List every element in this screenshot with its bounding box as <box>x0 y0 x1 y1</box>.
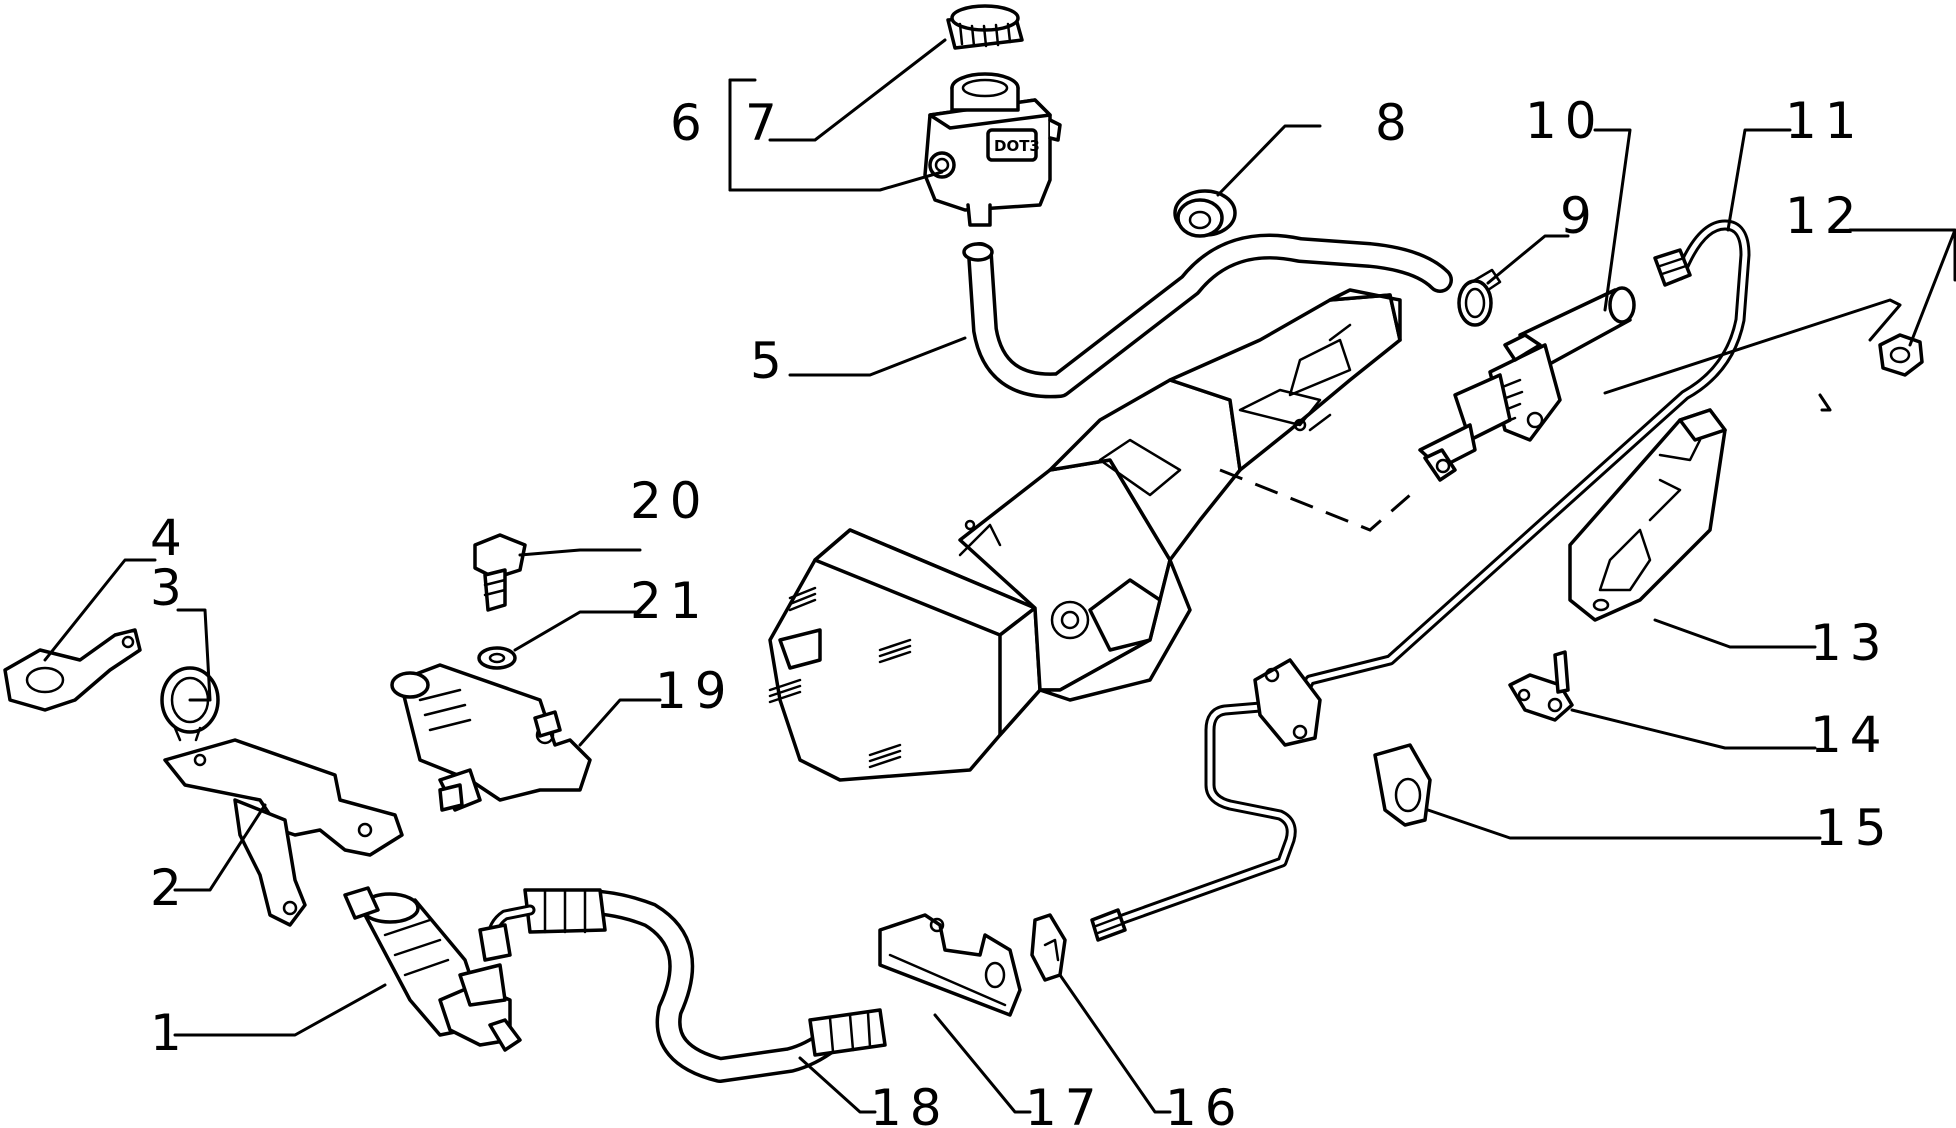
leader-lines <box>43 38 1956 1114</box>
washer <box>477 646 517 670</box>
hydraulic-pipe-long <box>1294 219 1751 706</box>
callout-9: 9 <box>1560 187 1600 245</box>
callout-labels: 1 2 3 4 5 6 7 8 9 10 11 12 13 14 15 16 1… <box>150 92 1895 1128</box>
pedal-box-assembly <box>768 288 1411 782</box>
callout-7: 7 <box>745 94 785 152</box>
callout-2: 2 <box>150 859 190 917</box>
callout-21: 21 <box>630 572 710 630</box>
bracket-lead-12 <box>1603 298 1902 412</box>
callout-15: 15 <box>1815 799 1895 857</box>
callout-1: 1 <box>150 1004 190 1062</box>
callout-18: 18 <box>870 1079 950 1128</box>
reservoir-dot3-marking: DOT3 <box>994 137 1040 155</box>
hose-clamp <box>1457 268 1502 327</box>
pipe-bracket <box>878 913 1022 1017</box>
callout-12: 12 <box>1785 187 1865 245</box>
clutch-master-cylinder <box>1418 286 1636 482</box>
callout-10: 10 <box>1525 92 1605 150</box>
callout-4: 4 <box>150 509 190 567</box>
heat-shield <box>1568 408 1727 622</box>
hex-nut <box>1878 333 1924 377</box>
hydraulic-pipe-short <box>1090 658 1322 942</box>
gasket <box>1373 743 1432 827</box>
callout-3: 3 <box>150 559 190 617</box>
clutch-slave-cylinder <box>343 886 522 1052</box>
callout-20: 20 <box>630 472 710 530</box>
callout-13: 13 <box>1810 614 1890 672</box>
callout-11: 11 <box>1785 92 1865 150</box>
reservoir-cap <box>946 4 1024 50</box>
reservoir-hose <box>962 233 1453 399</box>
fluid-reservoir: DOT3 <box>923 72 1062 227</box>
flange-bolt <box>473 533 527 612</box>
callout-19: 19 <box>655 662 735 720</box>
flexible-hose <box>478 888 887 1083</box>
callout-6: 6 <box>670 94 710 152</box>
pipe-fitting <box>1508 650 1574 722</box>
callout-8: 8 <box>1375 94 1415 152</box>
cylinder-mounting-bracket <box>163 738 404 927</box>
callout-17: 17 <box>1025 1079 1105 1128</box>
release-lever <box>3 628 142 712</box>
pipe-clip <box>1030 913 1067 982</box>
clutch-cylinder-upper <box>390 663 592 812</box>
callout-5: 5 <box>750 332 790 390</box>
grommet <box>1173 189 1237 238</box>
callout-16: 16 <box>1165 1079 1245 1128</box>
callout-14: 14 <box>1810 706 1890 764</box>
